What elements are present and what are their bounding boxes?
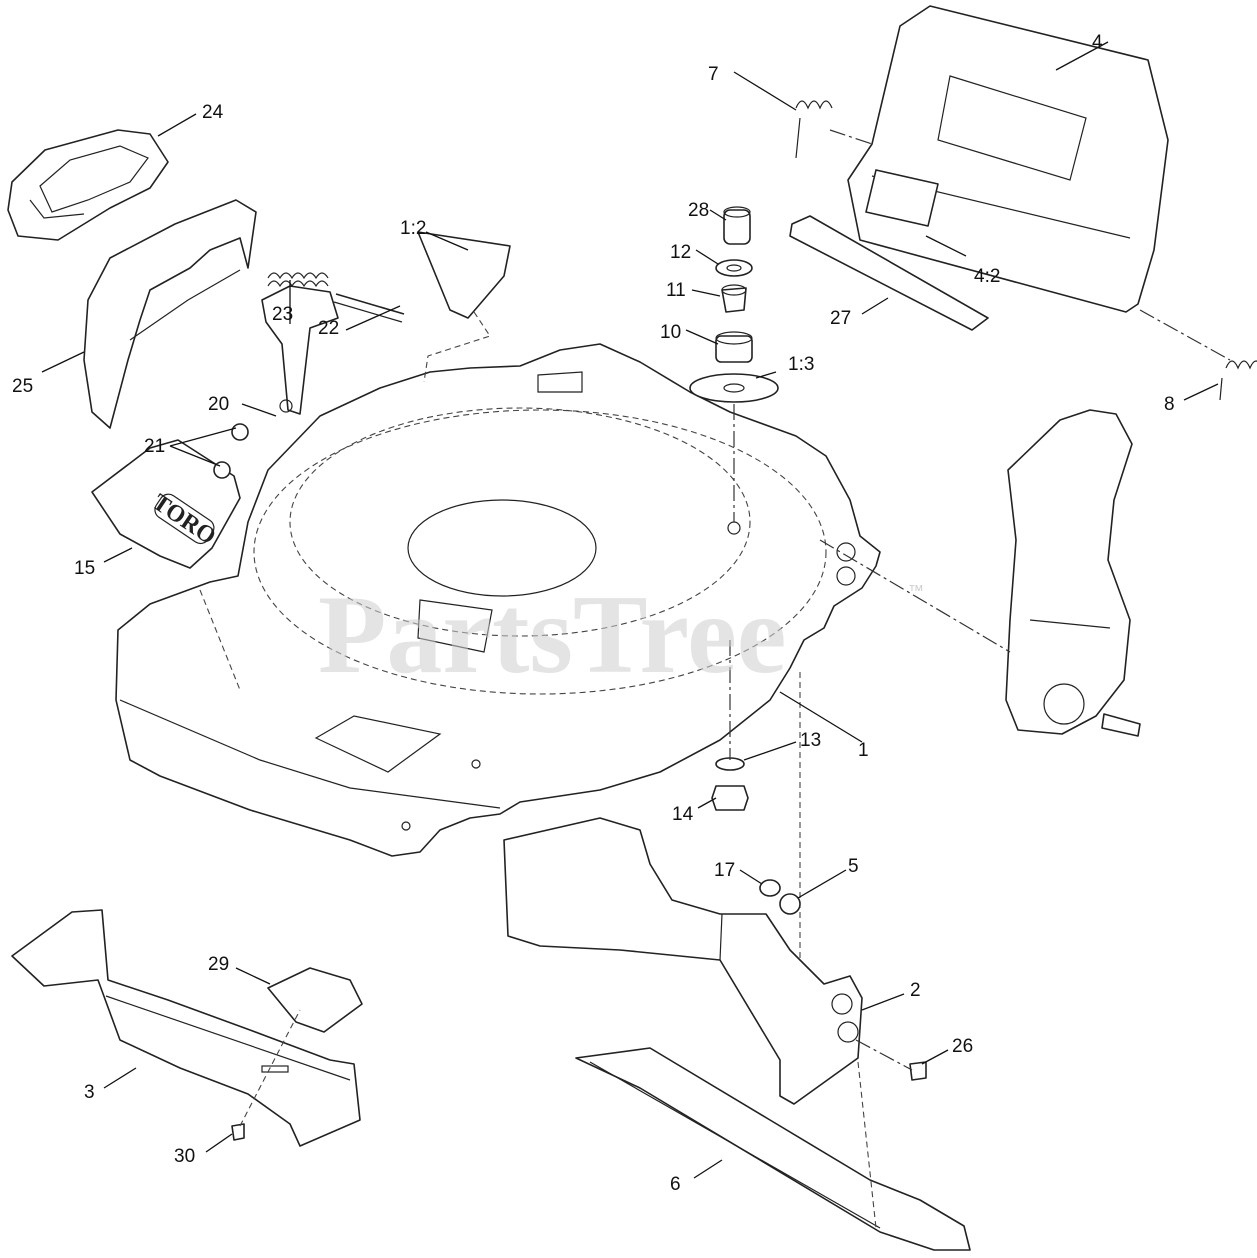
callout-22: 22	[318, 318, 339, 339]
part-15-logo-plate[interactable]: TORO	[91, 439, 241, 569]
callout-1-3: 1:3	[788, 354, 814, 375]
part-17-spacer[interactable]	[759, 879, 781, 897]
part-22-pivot-rod[interactable]	[333, 293, 405, 323]
callout-15: 15	[74, 558, 95, 579]
part-side-height-plate[interactable]	[1005, 409, 1133, 735]
part-12-washer[interactable]	[715, 259, 753, 277]
watermark-text: PartsTree	[318, 573, 787, 697]
part-10-nut[interactable]	[715, 331, 753, 363]
part-3-rear-baffle[interactable]	[11, 909, 361, 1147]
callout-29: 29	[208, 954, 229, 975]
part-2-discharge-chute[interactable]	[503, 817, 863, 1105]
callout-17: 17	[714, 860, 735, 881]
part-24-bag-handle[interactable]	[7, 129, 169, 241]
callout-5: 5	[848, 856, 859, 877]
part-14-nut[interactable]	[711, 785, 749, 811]
callout-10: 10	[660, 322, 681, 343]
leader-lines	[41, 41, 1219, 1179]
part-20-bracket[interactable]	[261, 285, 339, 415]
callout-25: 25	[12, 376, 33, 397]
part-25-rear-door[interactable]	[83, 199, 257, 429]
callout-27: 27	[830, 308, 851, 329]
part-4-rear-flap[interactable]	[847, 5, 1169, 313]
callout-30: 30	[174, 1146, 195, 1167]
part-30-screw[interactable]	[231, 1123, 245, 1141]
callout-23: 23	[272, 304, 293, 325]
callout-4: 4	[1092, 32, 1103, 53]
callout-21: 21	[144, 436, 165, 457]
callout-6: 6	[670, 1174, 681, 1195]
callout-3: 3	[84, 1082, 95, 1103]
part-26-screw[interactable]	[909, 1061, 927, 1081]
part-23-torsion-spring[interactable]	[267, 272, 329, 288]
callout-1: 1	[858, 740, 869, 761]
part-1-3-washer[interactable]	[689, 373, 779, 403]
part-6-deflector[interactable]	[575, 1047, 971, 1251]
part-5-bushing[interactable]	[779, 893, 801, 915]
part-4-2-decal[interactable]	[865, 169, 939, 227]
callout-11: 11	[666, 280, 686, 301]
callout-14: 14	[672, 804, 694, 825]
part-8-spring-right[interactable]	[1219, 360, 1257, 401]
part-27-foam-strip[interactable]	[789, 215, 989, 331]
callout-12: 12	[670, 242, 691, 263]
callout-20: 20	[208, 394, 229, 415]
part-1-2-decal[interactable]	[417, 231, 511, 319]
part-side-bolt[interactable]	[1101, 713, 1141, 737]
callout-24: 24	[202, 102, 224, 123]
watermark-tm: ™	[908, 583, 924, 600]
part-1-deck-housing[interactable]	[115, 343, 881, 857]
part-7-spring-left[interactable]	[795, 100, 833, 159]
part-11-insert[interactable]	[721, 284, 747, 313]
callout-26: 26	[952, 1036, 973, 1057]
part-29-baffle-insert[interactable]	[267, 967, 363, 1033]
callout-4-2: 4:2	[974, 266, 1000, 287]
callout-28: 28	[688, 200, 709, 221]
callout-7: 7	[708, 64, 719, 85]
callout-1-2: 1:2	[400, 218, 426, 239]
callout-2: 2	[910, 980, 921, 1001]
callout-labels: 1 1:2 1:3 2 3 4 4:2 5 6 7 8 10 11 12 13 …	[12, 32, 1175, 1195]
callout-13: 13	[800, 730, 821, 751]
part-28-cap[interactable]	[723, 206, 751, 245]
callout-8: 8	[1164, 394, 1175, 415]
